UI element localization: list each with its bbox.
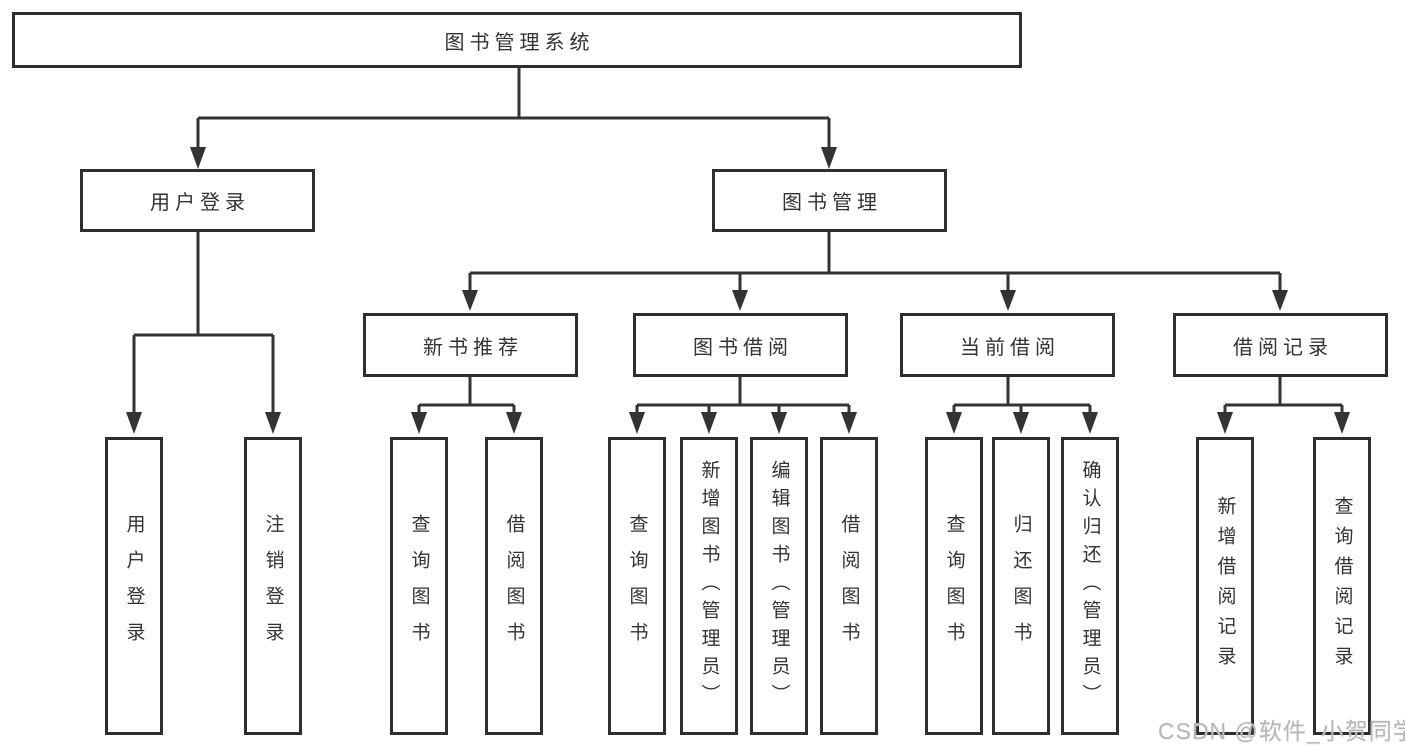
leaf-add-book-admin: 新增图书（管理员） — [680, 437, 738, 735]
leaf-query-borrow-record: 查询借阅记录 — [1313, 437, 1371, 735]
node-current-borrow: 当前借阅 — [900, 313, 1115, 377]
leaf-borrow-books-recommend: 借阅图书 — [485, 437, 543, 735]
connector-strokes — [132, 68, 1344, 414]
arrowheads — [126, 147, 1350, 434]
leaf-borrow-books: 借阅图书 — [820, 437, 878, 735]
node-borrow-records: 借阅记录 — [1173, 313, 1388, 377]
csdn-watermark: CSDN @软件_小贺同学 — [1158, 718, 1405, 744]
leaf-edit-book-admin: 编辑图书（管理员） — [750, 437, 808, 735]
leaf-query-books-borrow: 查询图书 — [608, 437, 666, 735]
leaf-query-books-current: 查询图书 — [925, 437, 983, 735]
node-new-book-recommend: 新书推荐 — [363, 313, 578, 377]
node-root: 图书管理系统 — [12, 12, 1022, 68]
node-user-login: 用户登录 — [80, 169, 315, 232]
leaf-confirm-return-admin: 确认归还（管理员） — [1061, 437, 1119, 735]
leaf-add-borrow-record: 新增借阅记录 — [1196, 437, 1254, 735]
leaf-query-books-recommend: 查询图书 — [390, 437, 448, 735]
leaf-logout: 注销登录 — [244, 437, 302, 735]
node-book-borrow: 图书借阅 — [633, 313, 848, 377]
leaf-return-books: 归还图书 — [992, 437, 1050, 735]
leaf-user-login: 用户登录 — [105, 437, 163, 735]
node-book-management: 图书管理 — [712, 169, 947, 232]
